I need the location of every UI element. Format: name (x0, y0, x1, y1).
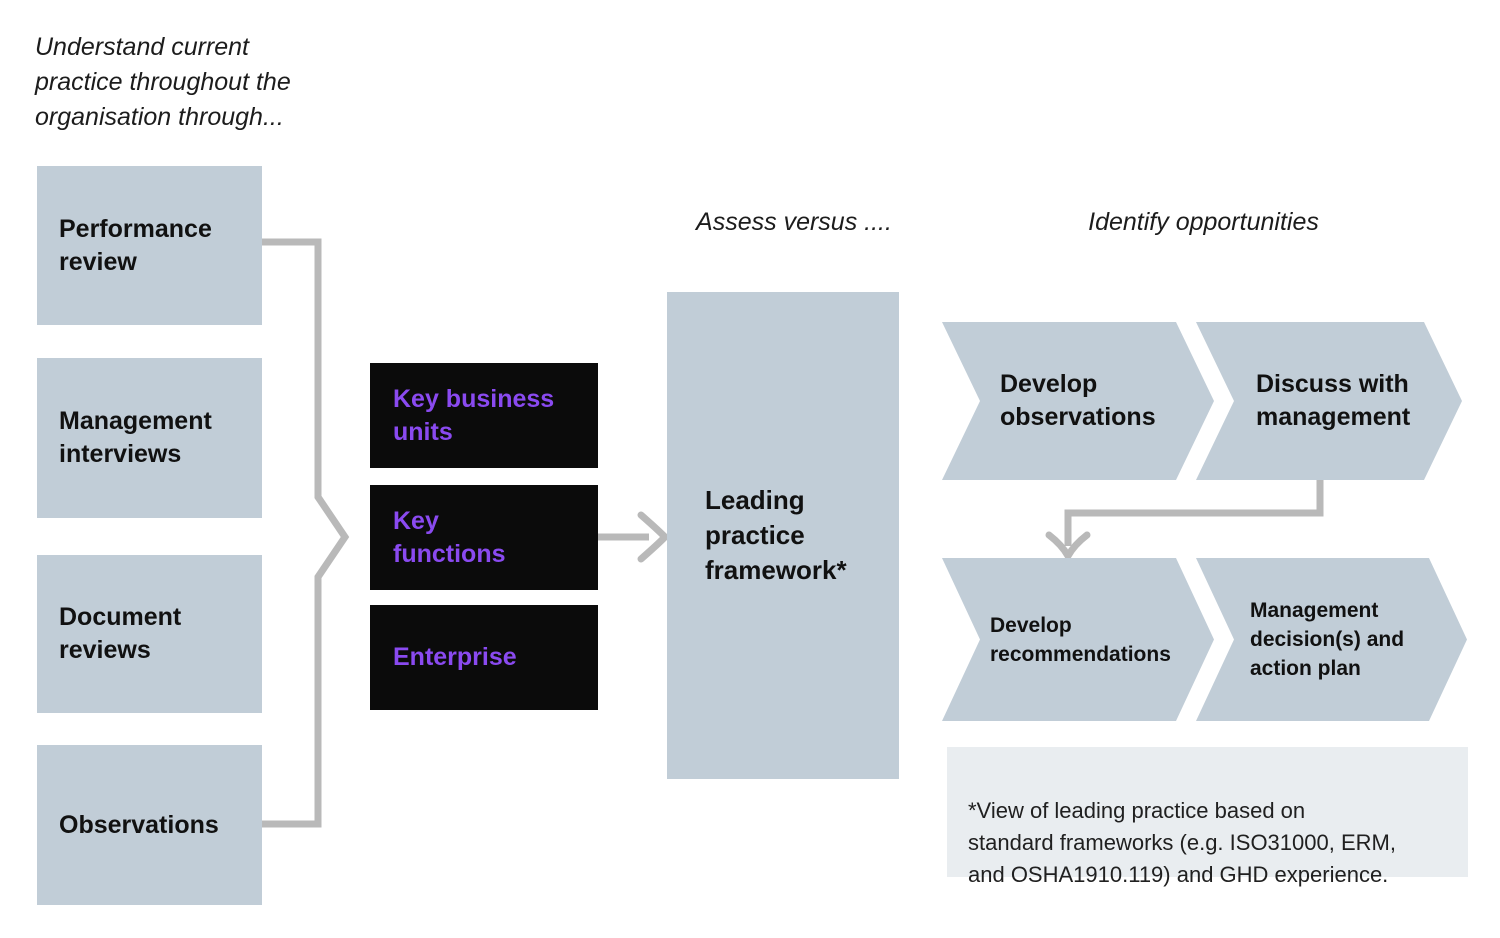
source-box-observations: Observations (37, 745, 262, 905)
footnote-box: *View of leading practice based on stand… (947, 747, 1468, 887)
elbow-connector-line (1064, 477, 1324, 546)
chevron-label-develop-recommendations: Develop recommendations (990, 613, 1171, 666)
scope-box-enterprise: Enterprise (370, 605, 598, 710)
footnote-text: *View of leading practice based on stand… (968, 798, 1396, 887)
source-label-management-interviews: Management interviews (59, 407, 212, 468)
scope-label-enterprise: Enterprise (393, 643, 517, 671)
chevron-develop-observations: Develop observations (942, 322, 1214, 480)
leading-practice-framework-box: Leading practice framework* (667, 292, 899, 779)
bracket-connector (262, 238, 350, 828)
chevron-develop-recommendations: Develop recommendations (942, 558, 1214, 721)
source-box-management-interviews: Management interviews (37, 358, 262, 518)
source-box-document-reviews: Document reviews (37, 555, 262, 713)
chevron-label-discuss-with-management: Discuss with management (1256, 370, 1411, 431)
chevron-management-decisions-action-plan: Management decision(s) and action plan (1196, 558, 1467, 721)
elbow-connector-arrowhead-icon (1045, 531, 1091, 564)
chevron-label-management-decisions-action-plan: Management decision(s) and action plan (1250, 599, 1405, 680)
source-label-observations: Observations (59, 810, 219, 839)
scope-label-key-business-units: Key business units (393, 384, 555, 446)
source-label-document-reviews: Document reviews (59, 603, 182, 664)
scope-label-key-functions: Key functions (393, 506, 506, 568)
chevron-label-develop-observations: Develop observations (1000, 370, 1156, 431)
heading-understand-current-practice: Understand current practice throughout t… (35, 33, 291, 131)
scope-box-key-functions: Key functions (370, 485, 598, 590)
leading-practice-framework-label: Leading practice framework* (705, 485, 847, 585)
scope-box-key-business-units: Key business units (370, 363, 598, 468)
source-label-performance-review: Performance review (59, 214, 212, 276)
arrow-to-framework-head-icon (637, 511, 670, 563)
heading-identify-opportunities: Identify opportunities (1088, 208, 1319, 236)
source-box-performance-review: Performance review (37, 166, 262, 325)
chevron-discuss-with-management: Discuss with management (1196, 322, 1462, 480)
heading-assess-versus: Assess versus .... (696, 208, 892, 236)
